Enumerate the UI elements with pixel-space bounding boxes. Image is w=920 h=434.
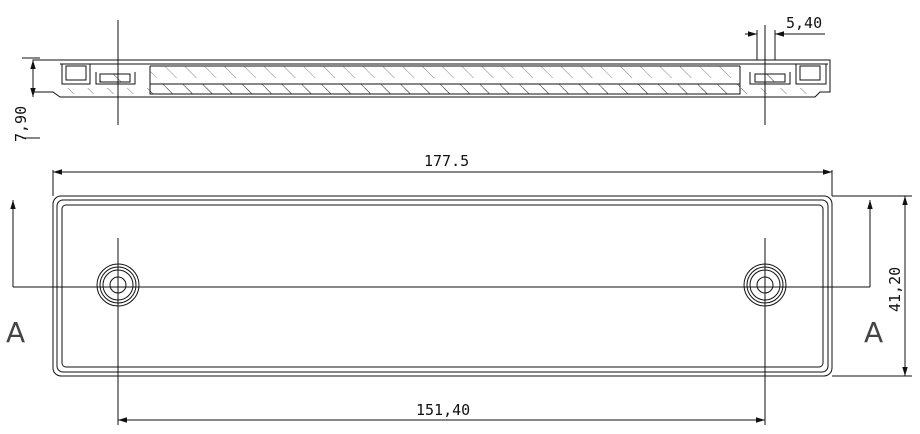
plate-outer-outline <box>52 195 833 377</box>
section-right-pocket <box>795 64 827 85</box>
section-cut-line <box>10 200 873 288</box>
section-label-left: A <box>6 316 25 349</box>
overall-length-dimension <box>52 169 833 196</box>
overall-length-dimension-text: 177.5 <box>424 152 469 170</box>
rib-width-dimension <box>745 30 825 60</box>
thickness-dimension <box>22 57 40 139</box>
rib-width-dimension-text: 5,40 <box>786 14 822 32</box>
thickness-dimension-text: 7,90 <box>12 106 30 142</box>
plan-view-plate <box>52 195 833 377</box>
section-label-right: A <box>864 316 883 349</box>
height-dimension-text: 41,20 <box>886 267 904 312</box>
plate-inner-outline <box>56 199 829 373</box>
hole-spacing-dimension-text: 151,40 <box>416 401 470 419</box>
height-dimension <box>832 195 912 377</box>
section-view <box>32 59 831 98</box>
section-left-pocket <box>61 64 91 85</box>
section-outline <box>32 59 831 98</box>
plate-inner-outline-2 <box>61 204 824 368</box>
